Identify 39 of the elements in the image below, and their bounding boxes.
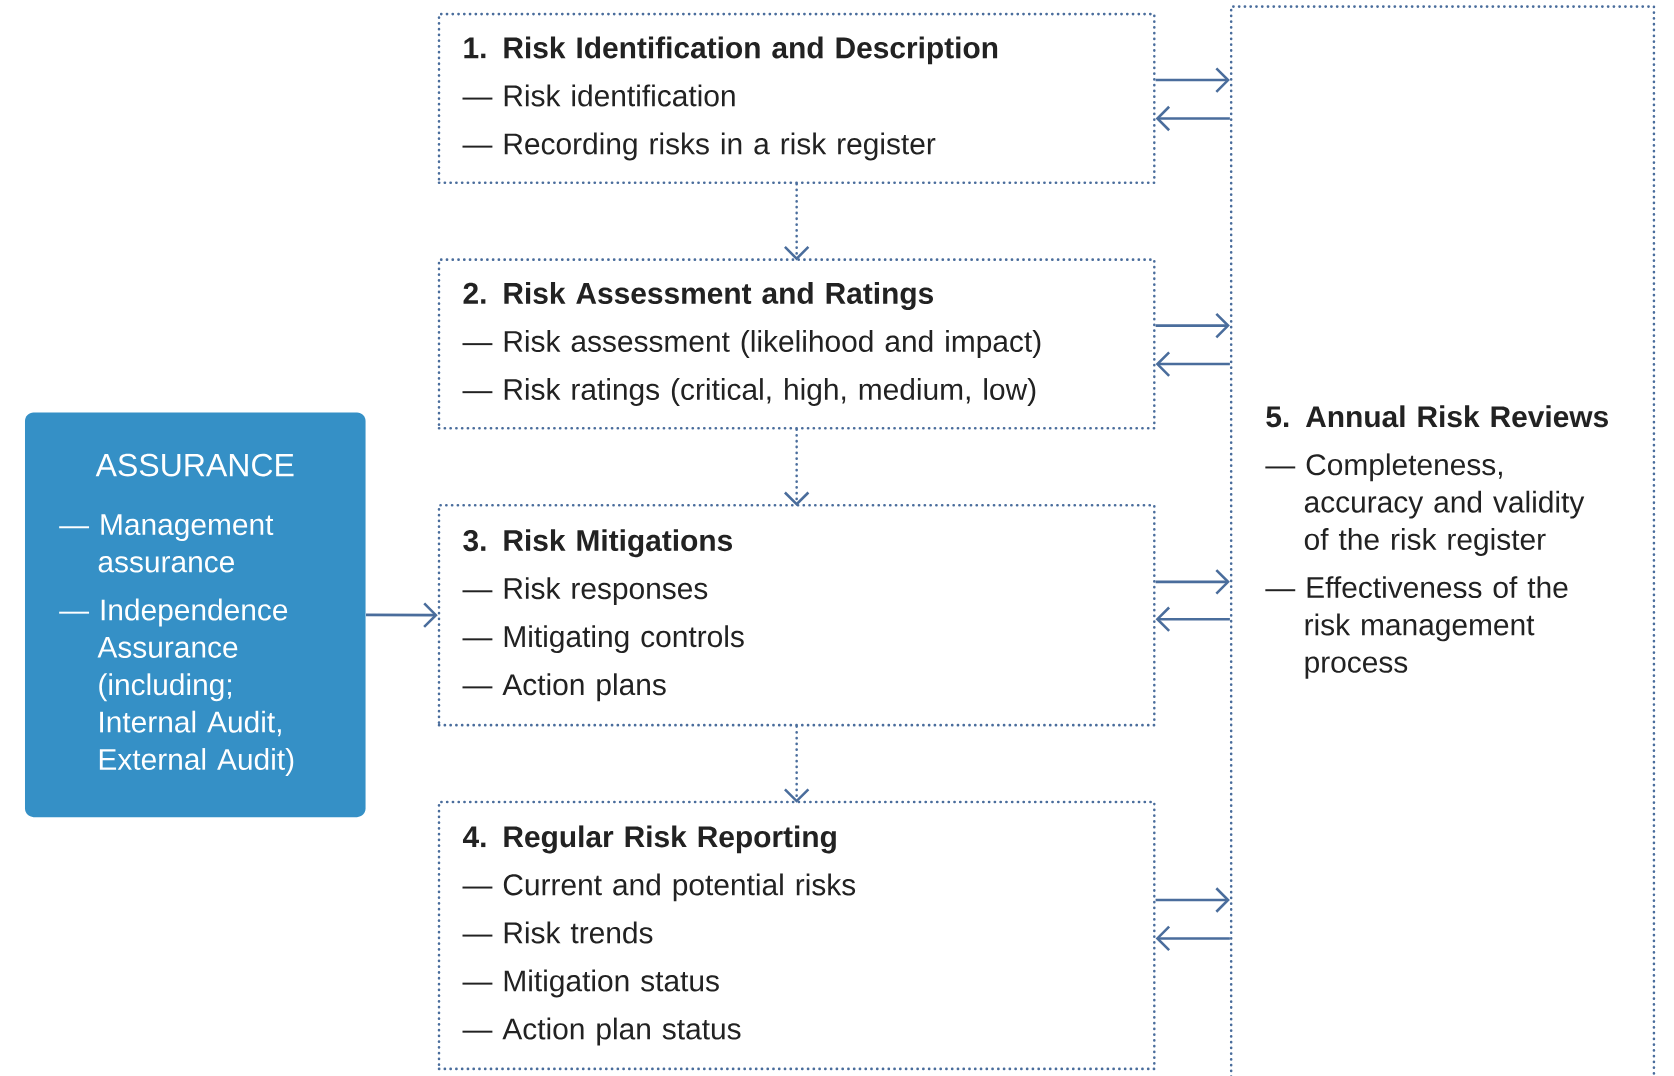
- arrow: [1155, 67, 1230, 93]
- list-item: — Effectiveness of the risk management process: [1265, 576, 1568, 679]
- arrow: [1155, 105, 1230, 132]
- list-item: — Risk assessment (likelihood and impact): [462, 330, 1041, 358]
- step-box: [437, 12, 1156, 184]
- arrow: [1155, 569, 1230, 595]
- arrow: [784, 725, 810, 803]
- arrow: [365, 602, 438, 628]
- heading: 1. Risk Identification and Description: [464, 36, 998, 65]
- assurance-box: [25, 412, 366, 818]
- arrow: [784, 182, 810, 261]
- list-item: — Action plans: [462, 673, 666, 702]
- step-box: [437, 503, 1156, 727]
- heading: 3. Risk Mitigations: [463, 529, 732, 558]
- review-box: [1229, 5, 1656, 1076]
- list-item: — Risk trends: [462, 921, 653, 944]
- list-item: — Current and potential risks: [462, 873, 856, 902]
- step-box: [437, 800, 1156, 1071]
- heading: ASSURANCE: [95, 453, 294, 477]
- heading: 5. Annual Risk Reviews: [1266, 405, 1608, 428]
- list-item: — Action plan status: [462, 1017, 741, 1046]
- arrow: [1155, 925, 1230, 952]
- heading: 2. Risk Assessment and Ratings: [463, 281, 933, 310]
- heading: 4. Regular Risk Reporting: [462, 825, 836, 854]
- list-item: — Recording risks in a risk register: [462, 132, 936, 161]
- list-item: — Mitigation status: [462, 969, 719, 998]
- list-item: — Mitigating controls: [462, 625, 744, 654]
- list-item: — Risk ratings (critical, high, medium, low): [462, 378, 1036, 406]
- arrow: [1155, 887, 1230, 913]
- arrow: [784, 428, 810, 506]
- list-item: — Management assurance: [59, 514, 274, 573]
- list-item: — Independence Assurance (including; Internal Audit, External Audit): [59, 598, 294, 776]
- list-item: — Risk identification: [462, 84, 735, 107]
- arrow: [1155, 351, 1230, 377]
- arrow: [1155, 312, 1230, 339]
- list-item: — Risk responses: [462, 577, 708, 605]
- step-box: [437, 258, 1156, 430]
- list-item: — Completeness, accuracy and validity of the risk register: [1265, 453, 1585, 556]
- arrow: [1155, 606, 1230, 632]
